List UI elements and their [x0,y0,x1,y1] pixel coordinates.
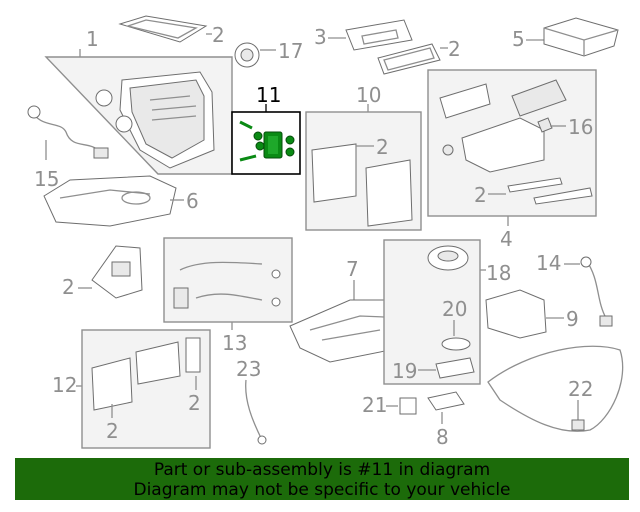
callout-2-e[interactable]: 2 [62,275,75,299]
info-banner: Part or sub-assembly is #11 in diagram D… [15,458,629,500]
item-22: 22 [487,345,624,432]
callout-6[interactable]: 6 [186,189,199,213]
callout-20[interactable]: 20 [442,297,467,321]
callout-21[interactable]: 21 [362,393,387,417]
callout-14[interactable]: 14 [536,251,561,275]
callout-2-d[interactable]: 2 [474,183,487,207]
callout-19[interactable]: 19 [392,359,417,383]
item-21-8: 21 8 [362,391,465,449]
item-3: 3 2 [314,19,461,75]
callout-11[interactable]: 11 [256,83,281,107]
item-23: 23 [236,357,267,445]
callout-2-f[interactable]: 2 [106,419,119,443]
item-18-group: 18 20 19 [383,239,511,385]
callout-13[interactable]: 13 [222,331,247,355]
callout-2-g[interactable]: 2 [188,391,201,415]
item-2-left: 2 [62,245,143,299]
item-6: 6 [43,175,199,227]
item-17: 17 [234,39,303,68]
callout-2-c[interactable]: 2 [376,135,389,159]
parts-diagram: 1 2 17 3 2 5 [27,15,624,449]
banner-line-2: Diagram may not be specific to your vehi… [133,480,511,500]
callout-17[interactable]: 17 [278,39,303,63]
item-14: 14 [536,251,613,327]
item-10-group: 10 2 [305,83,422,231]
banner-line-1: Part or sub-assembly is #11 in diagram [153,460,491,480]
item-15: 15 [27,105,109,191]
callout-16[interactable]: 16 [568,115,593,139]
item-2-top: 2 [118,15,225,47]
callout-23[interactable]: 23 [236,357,261,381]
item-5: 5 [512,17,619,57]
callout-12[interactable]: 12 [52,373,77,397]
callout-10[interactable]: 10 [356,83,381,107]
callout-8[interactable]: 8 [436,425,449,449]
callout-4[interactable]: 4 [500,227,513,251]
callout-2-a[interactable]: 2 [212,23,225,47]
callout-18[interactable]: 18 [486,261,511,285]
callout-1[interactable]: 1 [86,27,99,51]
item-12-group: 12 2 2 [52,329,211,449]
hvac-case-group: 1 [44,27,233,175]
callout-22[interactable]: 22 [568,377,593,401]
item-4-group: 16 2 4 [427,69,597,251]
item-13-group: 13 [163,237,293,355]
callout-5[interactable]: 5 [512,27,525,51]
callout-3[interactable]: 3 [314,25,327,49]
callout-2-b[interactable]: 2 [448,37,461,61]
item-11-group[interactable]: 11 [231,83,301,175]
callout-7[interactable]: 7 [346,257,359,281]
item-9: 9 [485,289,579,339]
callout-15[interactable]: 15 [34,167,59,191]
callout-9[interactable]: 9 [566,307,579,331]
